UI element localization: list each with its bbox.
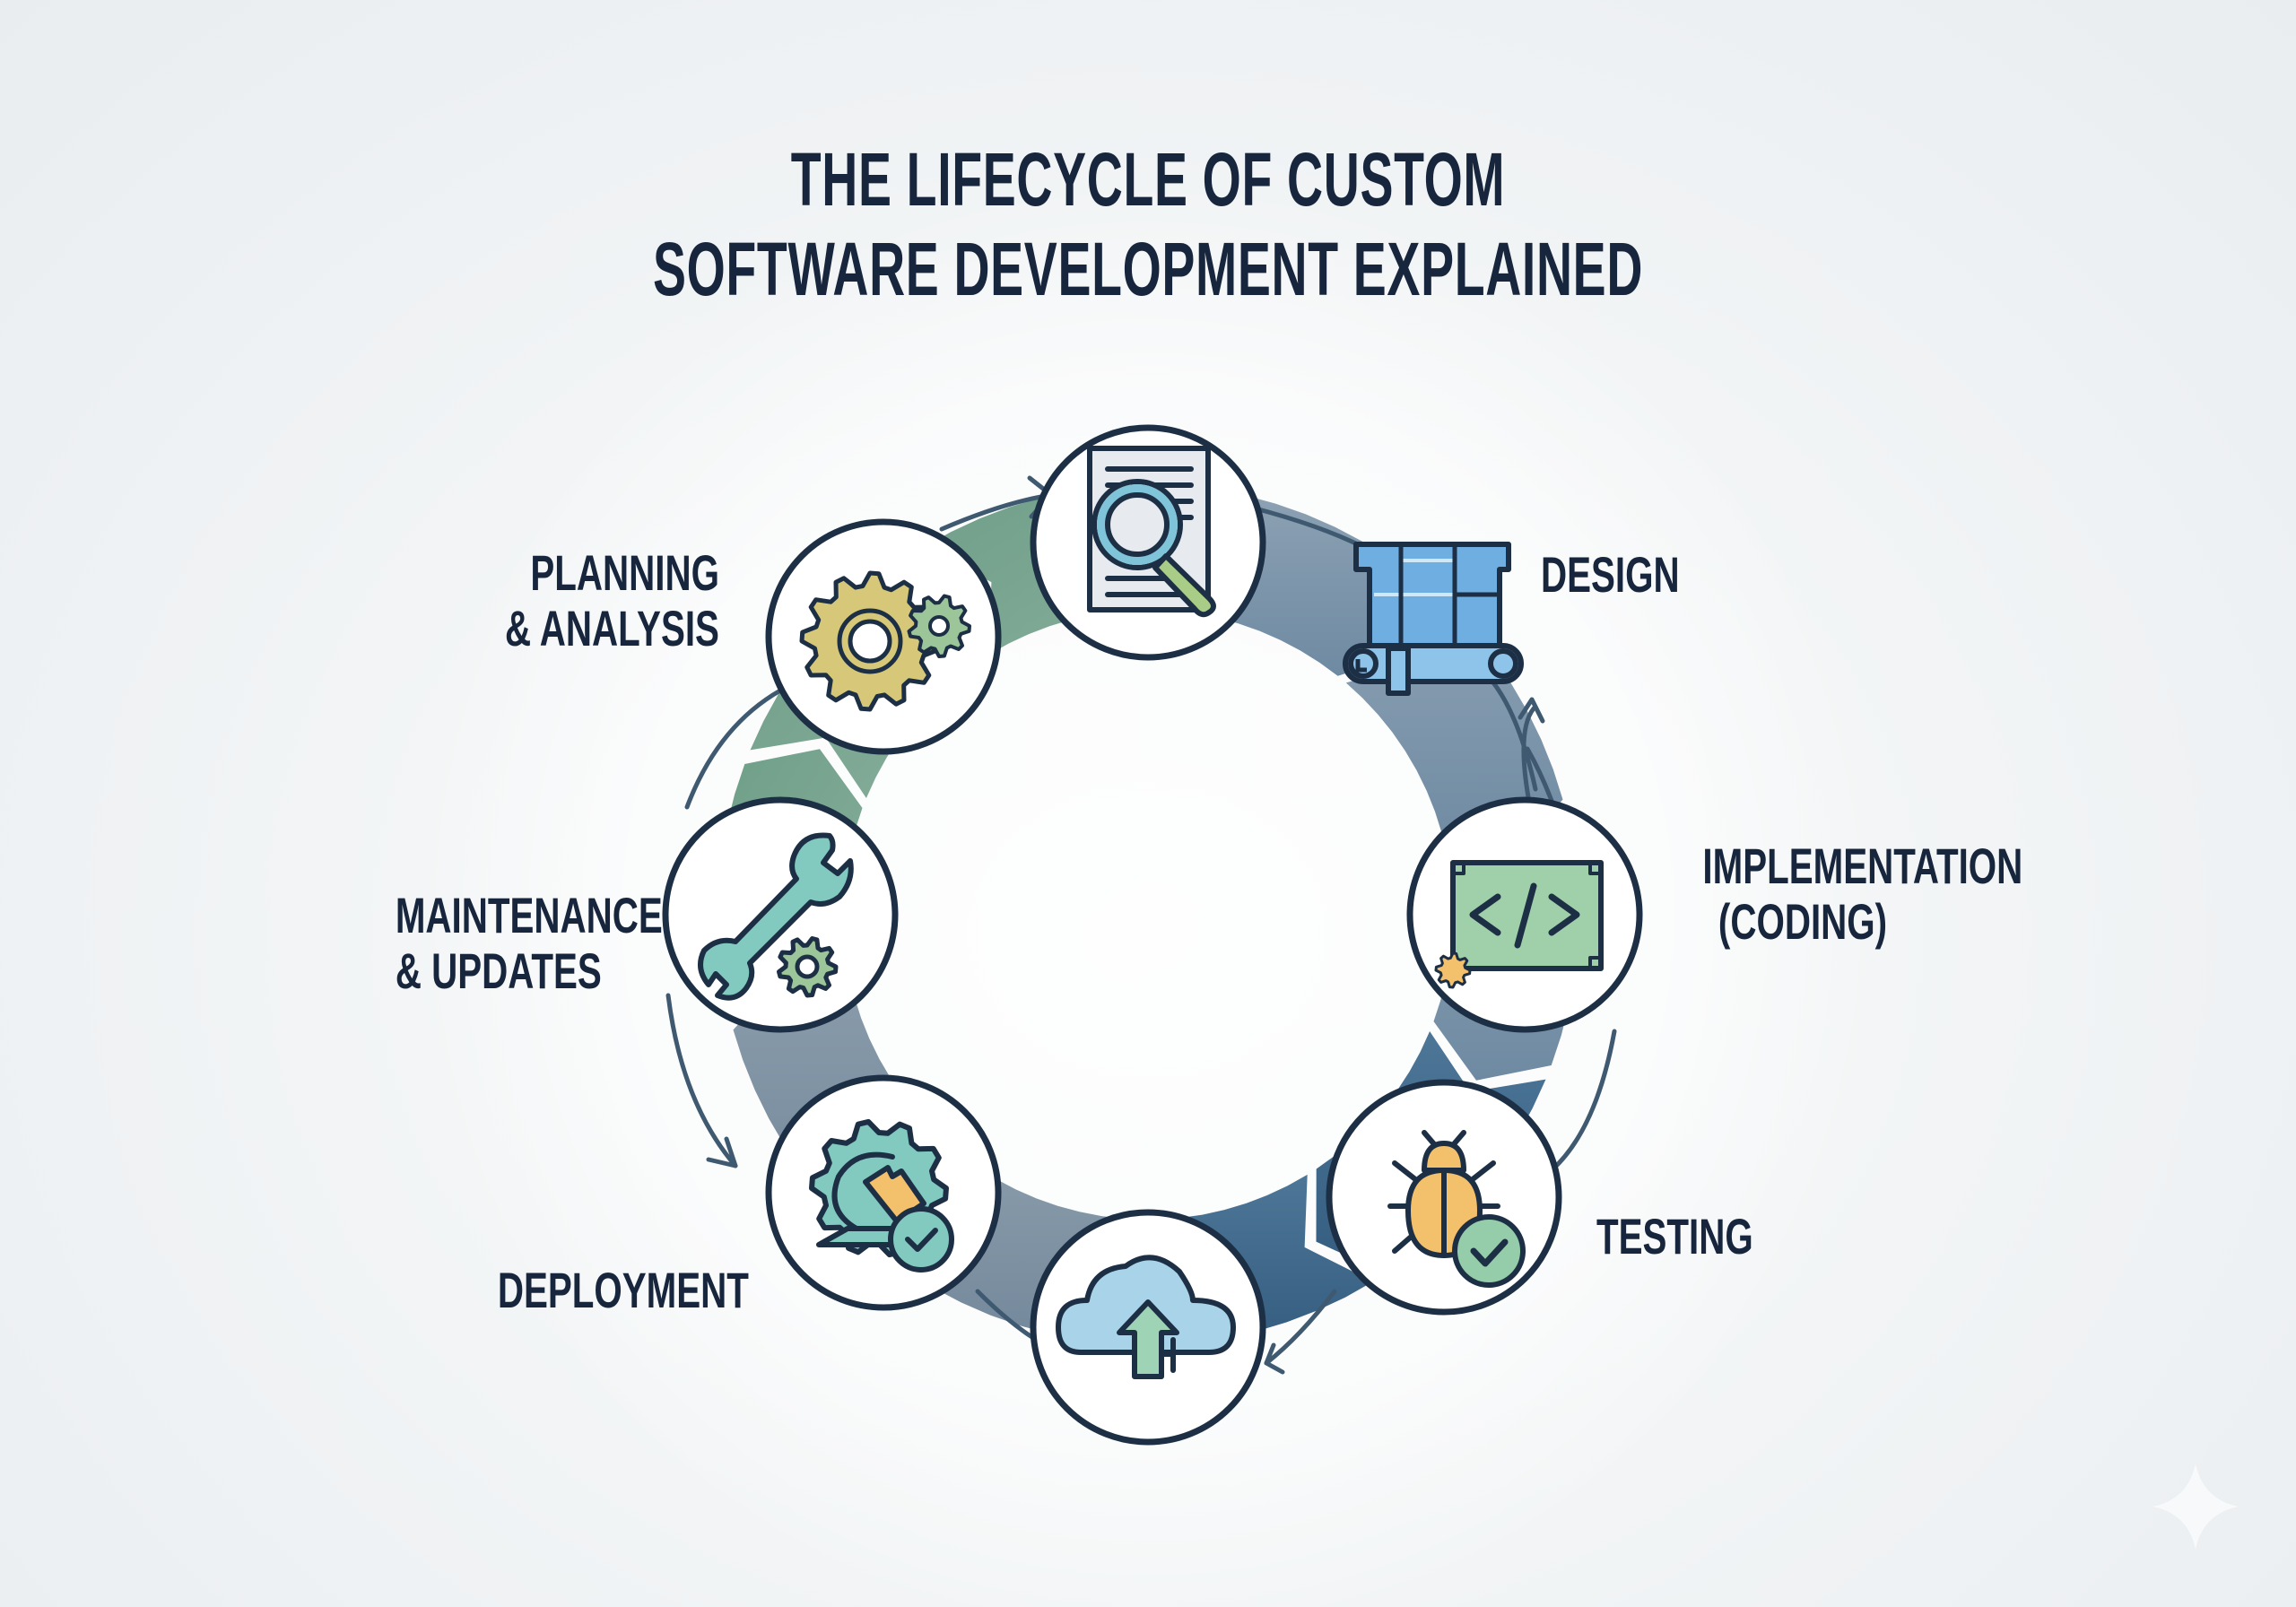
gear-hole [928,615,950,637]
label-deployment-line-1: DEPLOYMENT [497,1262,749,1318]
gear-deploy-check-icon [809,1118,954,1273]
label-planning-line-2: & ANALYSIS [505,600,719,656]
label-design: DESIGN [1541,547,1680,603]
label-testing: TESTING [1596,1209,1753,1264]
outer-arc-bottom-right [1264,1289,1337,1366]
bug-check-icon [1387,1130,1526,1288]
outer-arc-right-up [1521,706,1536,810]
label-maintenance-line-1: MAINTENANCE [395,887,663,943]
label-deployment: DEPLOYMENT [498,1263,749,1318]
sparkle-icon [2152,1464,2239,1550]
chevron-segment [1345,586,1563,856]
outer-arc-right-lower [1549,1029,1617,1173]
arrow-head-left-lower [706,1136,738,1168]
gear-hole [795,954,820,979]
wrench-gear-icon [698,832,854,1001]
label-planning-line-1: PLANNING [530,544,719,601]
gear-ring [837,608,903,674]
outer-arc-left-lower [665,993,738,1168]
outer-arc-left-upper [684,688,783,810]
label-implementation-line-1: IMPLEMENTATION [1702,838,2023,894]
page-title-line-1: THE LIFECYCLE OF CUSTOM [790,137,1506,222]
blueprint-icon [1343,542,1524,696]
gears-icon [799,570,971,712]
label-maintenance: MAINTENANCE & UPDATES [395,887,663,999]
arrow-head-bottom-right [1264,1342,1285,1375]
page-title-line-2: SOFTWARE DEVELOPMENT EXPLAINED [652,227,1644,311]
settings-gear [1434,951,1472,989]
label-design-line-1: DESIGN [1541,546,1680,603]
gear-hole [848,619,892,664]
outer-arc-top-right [1246,504,1366,550]
document-magnifier-icon [1087,446,1216,618]
code-window-icon [1434,860,1604,989]
cloud-upload-icon [1056,1255,1236,1379]
label-implementation-line-2: (CODING) [1718,893,1888,950]
label-maintenance-line-2: & UPDATES [395,942,602,999]
label-testing-line-1: TESTING [1596,1208,1753,1264]
label-implementation: IMPLEMENTATION (CODING) [1702,838,2023,950]
label-planning: PLANNING & ANALYSIS [505,545,719,656]
